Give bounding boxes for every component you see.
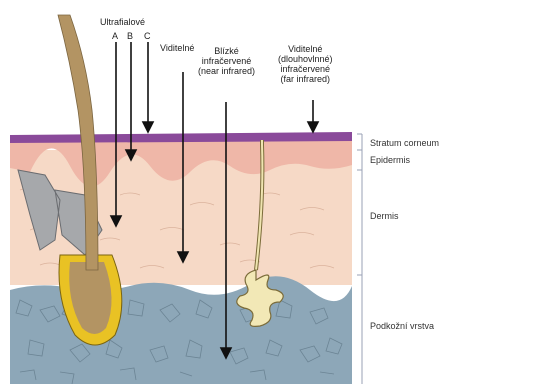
far-ir-line-4: (far infrared) (278, 74, 333, 84)
label-near-infrared: Blízké infračervené (near infrared) (198, 46, 255, 76)
label-far-infrared: Viditelné (dlouhovlnné) infračervené (fa… (278, 44, 333, 84)
far-ir-line-2: (dlouhovlnné) (278, 54, 333, 64)
arrowhead-uv-c (143, 122, 153, 132)
far-ir-line-1: Viditelné (278, 44, 333, 54)
label-uv-b: B (127, 31, 133, 41)
layer-label-epidermis: Epidermis (370, 155, 410, 165)
layer-label-subcutis: Podkožní vrstva (370, 321, 434, 331)
label-uv-a: A (112, 31, 118, 41)
near-ir-line-3: (near infrared) (198, 66, 255, 76)
far-ir-line-3: infračervené (278, 64, 333, 74)
label-uv-c: C (144, 31, 151, 41)
near-ir-line-2: infračervené (198, 56, 255, 66)
label-ultraviolet: Ultrafialové (100, 17, 145, 27)
near-ir-line-1: Blízké (198, 46, 255, 56)
label-visible: Viditelné (160, 43, 194, 53)
layer-label-dermis: Dermis (370, 211, 399, 221)
arrowhead-far-ir (308, 122, 318, 132)
layer-label-stratum-corneum: Stratum corneum (370, 138, 439, 148)
layer-bracket (357, 134, 362, 384)
